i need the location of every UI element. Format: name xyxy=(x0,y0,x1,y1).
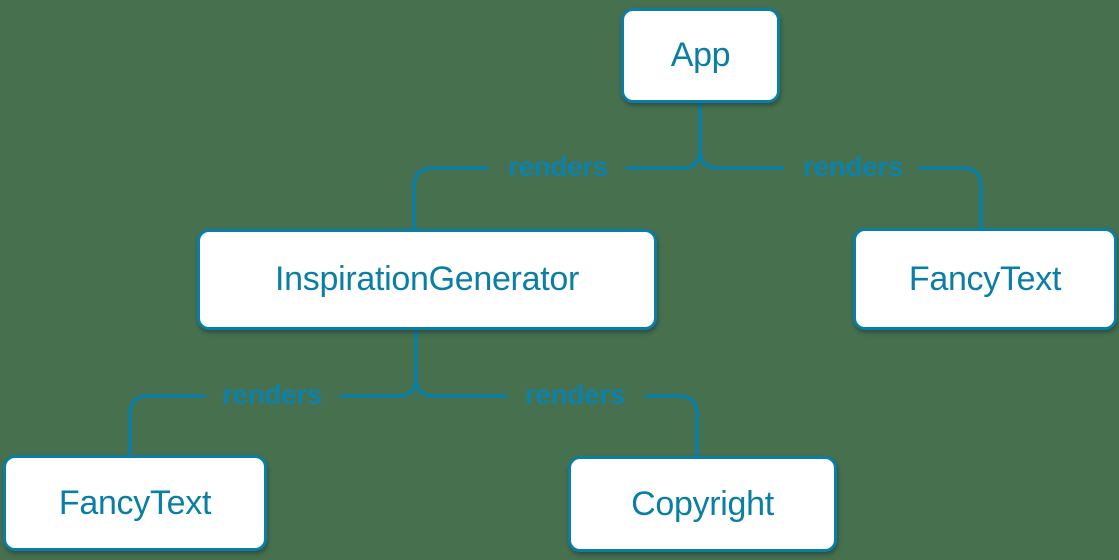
node-app: App xyxy=(621,8,780,103)
edge-line-to-copyright xyxy=(644,394,699,459)
node-fancy-text-bottom: FancyText xyxy=(3,455,267,551)
node-fancy-text-top: FancyText xyxy=(853,228,1117,330)
edge-label-app-fancy-text: renders xyxy=(803,151,903,182)
edge-line-to-inspiration xyxy=(412,166,489,232)
edge-line-app-fork-left xyxy=(625,148,702,170)
node-inspiration-generator-label: InspirationGenerator xyxy=(275,260,579,298)
node-fancy-text-top-label: FancyText xyxy=(908,259,1062,298)
edge-line-to-fancy-bottom xyxy=(128,394,206,458)
node-app-label: App xyxy=(670,36,731,74)
edge-label-inspiration-fancy-text: renders xyxy=(222,379,322,410)
edge-line-to-fancy-top xyxy=(918,166,983,231)
edge-line-inspiration-fork-left xyxy=(339,376,418,398)
node-copyright: Copyright xyxy=(568,456,837,552)
edge-label-app-inspiration: renders xyxy=(508,151,608,182)
node-copyright-label: Copyright xyxy=(631,484,774,523)
node-fancy-text-bottom-label: FancyText xyxy=(58,483,212,522)
node-inspiration-generator: InspirationGenerator xyxy=(197,229,657,330)
edge-line-app-fork-right xyxy=(698,148,785,170)
edge-label-inspiration-copyright: renders xyxy=(525,379,625,410)
edge-line-inspiration-fork-right xyxy=(414,376,508,398)
